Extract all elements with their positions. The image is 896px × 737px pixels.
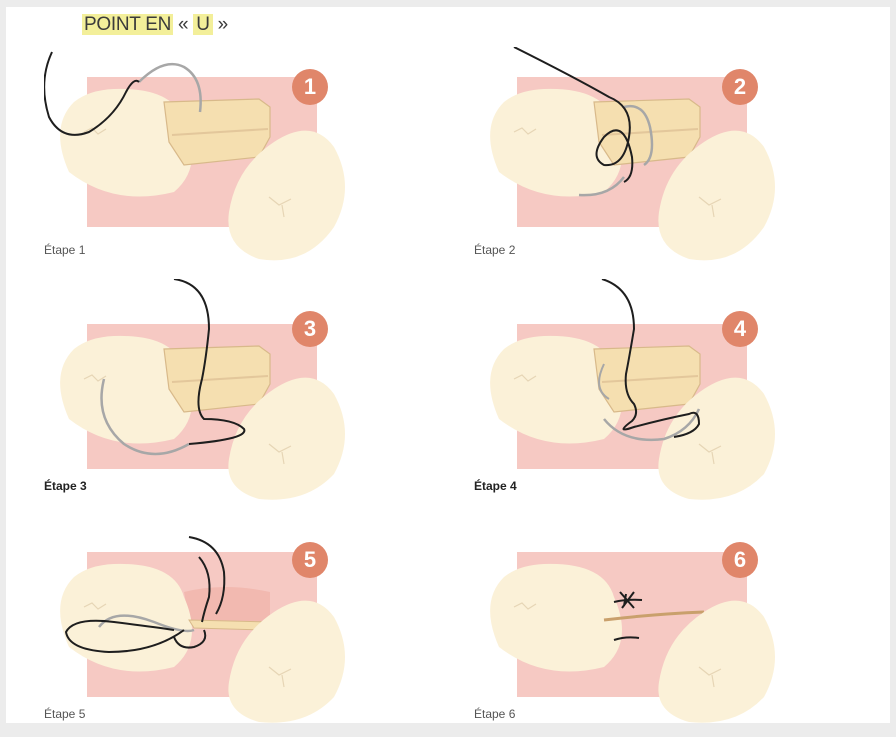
step-5-label: Étape 5: [44, 707, 85, 721]
step-4-illustration: [474, 279, 804, 504]
step-4-label: Étape 4: [474, 479, 517, 493]
step-2-label: Étape 2: [474, 243, 515, 257]
step-1-badge: 1: [292, 69, 328, 105]
title-close-quote: »: [218, 14, 228, 35]
step-6-badge: 6: [722, 542, 758, 578]
page-title: POINT EN « U »: [82, 14, 228, 36]
step-5-illustration: [44, 512, 374, 727]
step-3-badge: 3: [292, 311, 328, 347]
title-prefix: POINT EN: [82, 14, 173, 35]
step-6-panel: 6 Étape 6: [474, 512, 804, 737]
step-3-panel: 3 Étape 3: [44, 279, 374, 504]
title-letter: U: [193, 14, 212, 35]
step-1-panel: 1 Étape 1: [44, 47, 374, 272]
step-3-illustration: [44, 279, 374, 504]
step-6-illustration: [474, 512, 804, 727]
step-5-badge: 5: [292, 542, 328, 578]
step-2-badge: 2: [722, 69, 758, 105]
step-1-label: Étape 1: [44, 243, 85, 257]
step-4-badge: 4: [722, 311, 758, 347]
illustration-sheet: POINT EN « U » 1 Étape 1: [6, 7, 890, 723]
step-4-panel: 4 Étape 4: [474, 279, 804, 504]
step-3-label: Étape 3: [44, 479, 87, 493]
step-5-panel: 5 Étape 5: [44, 512, 374, 737]
step-2-panel: 2 Étape 2: [474, 47, 804, 272]
title-open-quote: «: [178, 14, 188, 35]
step-6-label: Étape 6: [474, 707, 515, 721]
